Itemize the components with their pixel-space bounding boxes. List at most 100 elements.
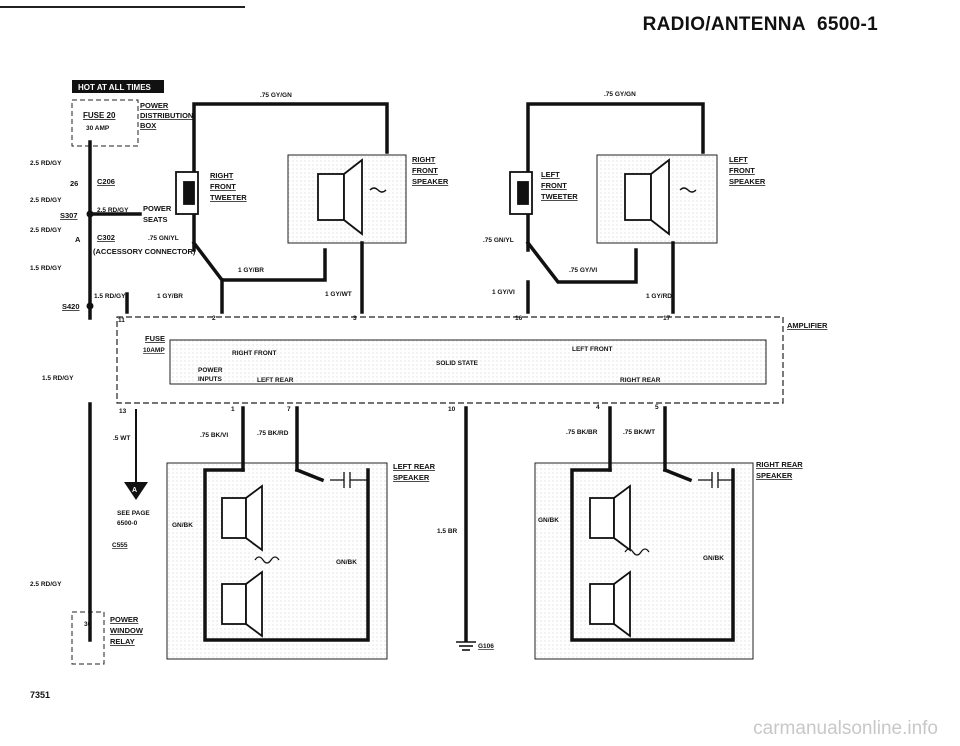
lf-speaker-label-2: FRONT (729, 166, 755, 175)
hot-at-all-times-tag (72, 80, 164, 93)
wire-1gybr-1: 1 GY/BR (238, 267, 264, 274)
gnbk-label-3: GN/BK (538, 517, 559, 524)
page-title: RADIO/ANTENNA (642, 14, 806, 35)
lr-speaker-label-1: LEFT REAR (393, 462, 436, 471)
crossover-symbols (254, 187, 733, 564)
wire-bkbr: .75 BK/BR (566, 429, 598, 436)
lf-tweeter-label-1: LEFT (541, 170, 560, 179)
speaker-symbols (175, 158, 670, 638)
rf-tweeter-label-1: RIGHT (210, 171, 234, 180)
power-dist-label-2: DISTRIBUTION (140, 111, 193, 120)
pin-3: 3 (353, 315, 357, 322)
pin-13: 13 (119, 408, 127, 415)
right-rear-amp-label: RIGHT REAR (620, 377, 661, 384)
fuse20-label: FUSE 20 (83, 111, 116, 120)
power-dist-label-1: POWER (140, 101, 169, 110)
pin-10: 10 (448, 406, 456, 413)
wire-gyvi-top: .75 GY/VI (569, 267, 597, 274)
wire-15-1: 1.5 RD/GY (30, 265, 62, 272)
wire-25-4: 2.5 RD/GY (30, 581, 62, 588)
connector-a-triangle (124, 482, 148, 500)
wire-bkwt: .75 BK/WT (623, 429, 655, 436)
left-front-label: LEFT FRONT (572, 346, 612, 353)
amplifier-label: AMPLIFIER (787, 321, 828, 330)
accessory-connector-label: (ACCESSORY CONNECTOR) (93, 247, 196, 256)
pin-17: 17 (663, 315, 671, 322)
labels: FUSE 20 30 AMP POWER DISTRIBUTION BOX .7… (30, 91, 828, 650)
wire-25-2: 2.5 RD/GY (30, 197, 62, 204)
see-page-label-1: SEE PAGE (117, 510, 150, 517)
hot-at-all-times-label: HOT AT ALL TIMES (78, 83, 152, 92)
rf-speaker-label-1: RIGHT (412, 155, 436, 164)
power-seats-label-1: POWER (143, 204, 172, 213)
power-inputs-label-2: INPUTS (198, 376, 223, 383)
pin-11: 11 (118, 317, 125, 324)
amp30-label: 30 AMP (86, 125, 110, 132)
lf-speaker-label-3: SPEAKER (729, 177, 766, 186)
gnbk-label-2: GN/BK (336, 559, 357, 566)
c302-pin: A (75, 235, 81, 244)
see-page-label-2: 6500-0 (117, 520, 138, 527)
wire-25-1: 2.5 RD/GY (30, 160, 62, 167)
rf-tweeter-label-3: TWEETER (210, 193, 247, 202)
wire-gnyl-right: .75 GN/YL (483, 237, 514, 244)
wire-bkvi: .75 BK/VI (200, 432, 228, 439)
wire-top-right: .75 GY/GN (604, 91, 636, 98)
lf-tweeter-label-2: FRONT (541, 181, 567, 190)
wire-1gyrd: 1 GY/RD (646, 293, 672, 300)
wire-15-3: 1.5 RD/GY (42, 375, 74, 382)
wire-bkrd: .75 BK/RD (257, 430, 289, 437)
gnbk-label-4: GN/BK (703, 555, 724, 562)
s307-label: S307 (60, 211, 78, 220)
left-rear-amp-label: LEFT REAR (257, 377, 294, 384)
page-number: 6500-1 (817, 14, 878, 35)
rr-speaker-label-2: SPEAKER (756, 471, 793, 480)
amp-fuse-label: FUSE (145, 334, 165, 343)
lf-speaker-label-1: LEFT (729, 155, 748, 164)
solid-state-label: SOLID STATE (436, 360, 479, 367)
rf-speaker-label-2: FRONT (412, 166, 438, 175)
pin-7: 7 (287, 406, 291, 413)
right-front-label: RIGHT FRONT (232, 350, 276, 357)
power-window-label-1: POWER (110, 615, 139, 624)
power-inputs-label-1: POWER (198, 367, 223, 374)
power-window-label-2: WINDOW (110, 626, 144, 635)
pin-1: 1 (231, 406, 235, 413)
power-seats-label-2: SEATS (143, 215, 167, 224)
relay-box (71, 611, 105, 665)
figure-code: 7351 (30, 690, 51, 700)
page-header: RADIO/ANTENNA 6500-1 (643, 14, 878, 36)
c206-pin: 26 (70, 179, 78, 188)
rr-speaker-label-1: RIGHT REAR (756, 460, 803, 469)
g106-label: G106 (478, 643, 494, 650)
pin-5: 5 (655, 404, 659, 411)
wire-15br: 1.5 BR (437, 528, 458, 535)
rf-speaker-label-3: SPEAKER (412, 177, 449, 186)
lr-speaker-label-2: SPEAKER (393, 473, 430, 482)
power-dist-label-3: BOX (140, 121, 156, 130)
wire-25-mid: 2.5 RD/GY (97, 207, 129, 214)
watermark: carmanualsonline.info (753, 718, 938, 739)
splice-points (86, 210, 94, 310)
wire-top-left: .75 GY/GN (260, 92, 292, 99)
amplifier-box (116, 316, 784, 404)
wire-gnyl-left: .75 GN/YL (148, 235, 179, 242)
c555-label: C555 (112, 542, 128, 549)
wire-1gyvi: 1 GY/VI (492, 289, 515, 296)
ground-symbol (456, 641, 476, 651)
pin-16: 16 (515, 315, 523, 322)
lf-tweeter-label-3: TWEETER (541, 192, 578, 201)
fuse20-box (71, 99, 139, 147)
pin-2: 2 (212, 315, 216, 322)
c302-label: C302 (97, 233, 115, 242)
connector-a-letter: A (132, 487, 137, 494)
c206-label: C206 (97, 177, 115, 186)
wire-5wt: .5 WT (113, 435, 130, 442)
wire-1gybr-2: 1 GY/BR (157, 293, 183, 300)
amplifier-inner-box (169, 339, 767, 385)
pin-4: 4 (596, 404, 600, 411)
top-rule (0, 6, 245, 8)
wire-25-3: 2.5 RD/GY (30, 227, 62, 234)
rf-tweeter-label-2: FRONT (210, 182, 236, 191)
